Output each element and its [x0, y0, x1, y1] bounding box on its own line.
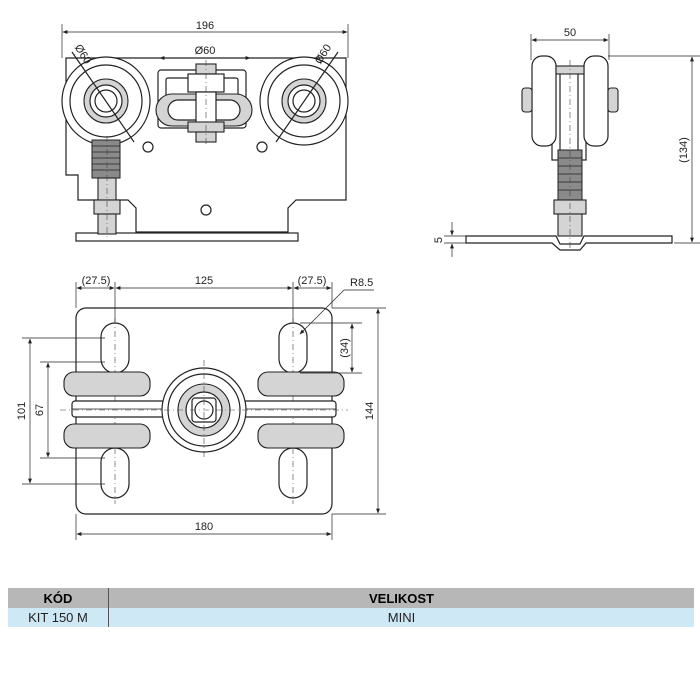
side-view: 50 (134) 5	[433, 27, 700, 257]
front-hole-right	[256, 141, 268, 153]
front-hole-bottom	[200, 204, 212, 216]
dim-side-134-label: (134)	[678, 137, 690, 163]
side-threaded-stem	[553, 60, 587, 248]
top-wheel-tr	[257, 371, 345, 397]
top-view: (27.5) 125 (27.5) R8.5 (34) 144	[16, 275, 386, 540]
dim-plate-width-label: 180	[195, 521, 213, 533]
side-wheel-left	[531, 55, 557, 147]
front-wheel-left	[61, 51, 151, 146]
front-view: 196 Ø60 Ø60 Ø60	[61, 20, 349, 242]
dim-196: 196	[61, 20, 349, 58]
front-hole-left	[142, 141, 154, 153]
dim-side-5: 5	[433, 222, 466, 257]
dim-slot: (34)	[300, 322, 362, 374]
side-base-plate	[465, 235, 673, 251]
spec-table: KÓD VELIKOST KIT 150 M MINI	[8, 588, 694, 627]
dim-plate-height: 144	[332, 307, 386, 515]
cell-velikost: MINI	[108, 608, 694, 627]
side-wheel-right	[583, 55, 609, 147]
dim-center-diameter: Ø60	[159, 45, 251, 60]
dim-196-label: 196	[196, 20, 214, 32]
top-wheel-bl	[63, 423, 151, 449]
dim-top-left-offset: (27.5)	[82, 275, 111, 287]
dim-side-5-label: 5	[433, 237, 445, 243]
cell-kod: KIT 150 M	[8, 608, 109, 627]
front-wheel-right	[259, 51, 349, 146]
dim-top-hole-spacing: 125	[195, 275, 213, 287]
front-base-plate	[75, 232, 299, 242]
dim-side-50: 50	[530, 27, 610, 60]
dim-side-50-label: 50	[564, 27, 576, 39]
dim-radius-leader: R8.5	[299, 277, 374, 335]
dim-inner-height: 67	[34, 361, 105, 459]
dim-slot-label: (34)	[339, 338, 351, 358]
top-wheel-br	[257, 423, 345, 449]
dim-side-134: (134)	[608, 55, 700, 244]
technical-drawing: 196 Ø60 Ø60 Ø60	[16, 20, 700, 540]
dim-outer-height: 101	[16, 337, 105, 485]
dim-plate-height-label: 144	[364, 402, 376, 420]
dim-outer-height-label: 101	[16, 402, 28, 420]
dim-plate-width: 180	[75, 514, 333, 540]
dim-center-label: Ø60	[195, 45, 216, 57]
header-velikost: VELIKOST	[108, 588, 694, 608]
spec-table-header: KÓD VELIKOST	[8, 588, 694, 608]
front-threaded-rod	[91, 136, 121, 238]
table-row: KIT 150 M MINI	[8, 608, 694, 627]
top-wheel-tl	[63, 371, 151, 397]
dim-top-right-offset: (27.5)	[298, 275, 327, 287]
dim-inner-height-label: 67	[34, 404, 46, 416]
dim-radius-label: R8.5	[350, 277, 373, 289]
header-kod: KÓD	[8, 588, 109, 608]
dim-top-horizontal: (27.5) 125 (27.5)	[75, 275, 333, 322]
